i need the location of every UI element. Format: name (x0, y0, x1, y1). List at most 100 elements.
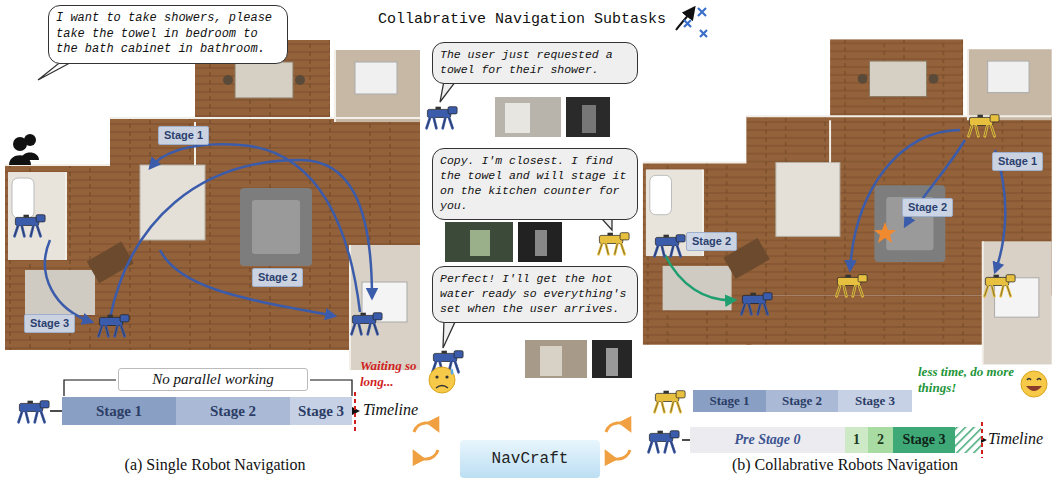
timeline-bar: Stage 1 (693, 390, 766, 412)
robot-icon (655, 391, 686, 413)
camera-view (540, 346, 562, 376)
timeline-bar: Stage 3 (290, 397, 352, 425)
floor-plan (5, 50, 420, 370)
user-icon (13, 137, 27, 151)
robot-icon (99, 315, 130, 337)
robot-icon (19, 401, 50, 423)
camera-view (518, 222, 562, 262)
camera-view (592, 340, 632, 378)
speech-bubble: The user just requested a towel for thei… (432, 42, 638, 84)
happy-emoji (1026, 386, 1042, 391)
illustration (643, 39, 1052, 364)
timeline-bar: Stage 3 (838, 390, 912, 412)
robot-icon (427, 107, 458, 129)
cycle-arrow (414, 450, 438, 459)
note-text: less time, do more things! (918, 364, 1016, 395)
robot-path (150, 144, 360, 312)
node-text: Copy. I'm closest. I find the towel and … (440, 154, 630, 214)
camera-view (566, 97, 610, 137)
floor-plan (8, 172, 66, 260)
floor-plan (252, 200, 300, 254)
robot-icon (655, 235, 686, 257)
subtask-icon (698, 8, 706, 16)
user-icon (9, 134, 39, 165)
bubble-tail (440, 81, 456, 102)
robot-icon (15, 215, 46, 237)
robot-icon (599, 233, 630, 255)
happy-emoji (1021, 371, 1047, 397)
stage-tag: Stage 2 (902, 198, 953, 217)
floor-plan (110, 300, 350, 350)
stage-tag: Stage 1 (992, 152, 1043, 171)
node-text: Stage 2 (692, 235, 731, 248)
node-text: 2 (877, 432, 884, 448)
subfigure-caption: (b) Collabrative Robots Navigation (732, 456, 958, 474)
cycle-arrow (606, 423, 630, 432)
cycle-arrow (606, 450, 630, 459)
robot-path (665, 255, 735, 300)
node-text: Stage 2 (258, 271, 297, 284)
speech-bubble: I want to take showers, please take the … (48, 5, 288, 64)
robot-icon (985, 275, 1016, 297)
robot-icon (969, 115, 1000, 137)
robot-icon (649, 431, 680, 453)
node-text: Stage 3 (902, 432, 945, 448)
sad-emoji (451, 368, 454, 375)
node-text: Stage 1 (164, 129, 203, 142)
robot-icon (352, 313, 383, 335)
robot-path (110, 160, 372, 318)
node-text: Stage 1 (96, 403, 142, 420)
node-text: NavCraft (492, 450, 569, 468)
camera-view (505, 103, 530, 133)
method-name-box: NavCraft (460, 440, 600, 478)
axis-label: Timeline (363, 401, 418, 419)
floor-plan (235, 62, 293, 98)
speech-bubble: Copy. I'm closest. I find the towel and … (432, 148, 638, 220)
timeline-axis (981, 422, 983, 458)
robot-path (45, 130, 1005, 322)
floor-plan (87, 242, 134, 284)
subtask-icon (684, 20, 691, 27)
node-text: Stage 3 (30, 317, 69, 330)
sad-emoji (429, 367, 455, 393)
stage-tag: Stage 2 (686, 232, 737, 251)
timeline-axis (955, 427, 981, 453)
robot-icon (15, 107, 1016, 453)
bubble-tail (443, 320, 456, 348)
camera-view (495, 97, 561, 137)
stage-tag: Stage 1 (158, 126, 209, 145)
timeline-bar: Stage 2 (176, 397, 290, 425)
robot-path (850, 130, 960, 270)
floor-plan (335, 50, 420, 122)
robot-path (45, 240, 92, 322)
floor-plan (25, 270, 95, 315)
floor-plan (223, 75, 233, 85)
stage-tag: Stage 2 (252, 268, 303, 287)
timeline-bar: Stage 3 (893, 427, 955, 453)
floor-plan (12, 178, 34, 218)
camera-view (606, 348, 618, 376)
goal-star (874, 222, 896, 243)
camera-view (445, 222, 513, 262)
stage-tag: Stage 3 (24, 314, 75, 333)
timeline-bar: Stage 2 (766, 390, 838, 412)
sad-emoji (435, 375, 438, 378)
camera-view (535, 230, 547, 256)
timeline-axis (354, 392, 356, 432)
sad-emoji (436, 386, 448, 389)
camera-view (470, 230, 490, 256)
node-text: Stage 2 (782, 393, 822, 409)
node-text: Pre Stage 0 (734, 432, 800, 448)
sad-emoji (445, 375, 448, 378)
timeline-bar: 2 (868, 427, 893, 453)
node-text: Perfect! I'll get the hot water ready so… (440, 272, 630, 317)
node-text: 1 (853, 432, 860, 448)
floor-plan (355, 62, 397, 94)
node-text: Stage 1 (709, 393, 749, 409)
axis-label: Timeline (988, 430, 1043, 448)
happy-emoji (1021, 371, 1047, 397)
robot-icon (837, 275, 868, 297)
node-text: Stage 1 (998, 155, 1037, 168)
timeline-bar: 1 (845, 427, 868, 453)
user-icon (9, 155, 31, 165)
